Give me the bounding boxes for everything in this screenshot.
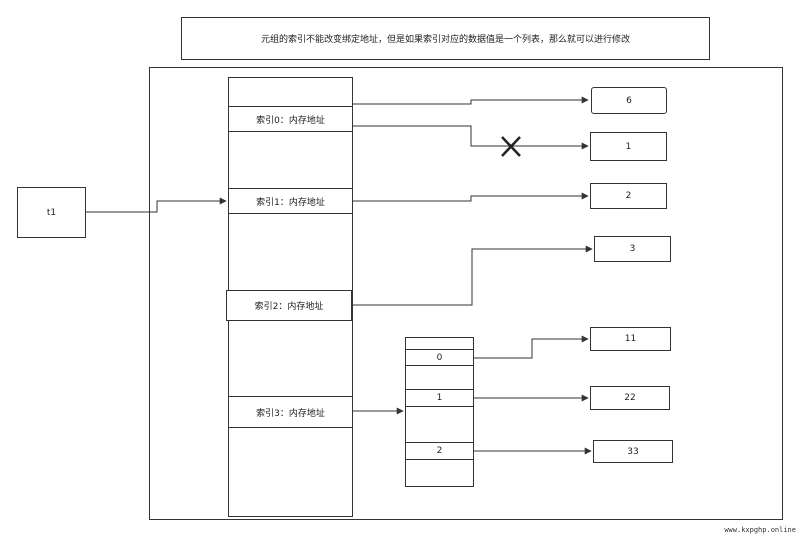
- value-box-1: 1: [590, 132, 667, 161]
- tuple-slot-label: 索引0：内存地址: [256, 115, 325, 126]
- value-label: 3: [629, 244, 636, 254]
- list-slot-0: 0: [405, 349, 474, 366]
- tuple-slot-label: 索引2：内存地址: [254, 302, 324, 312]
- list-slot-1: 1: [405, 389, 474, 407]
- tuple-slot-3: 索引3：内存地址: [228, 396, 353, 428]
- value-box-6: 6: [591, 87, 667, 114]
- list-value-label: 22: [624, 393, 636, 403]
- tuple-slot-label: 索引1：内存地址: [256, 197, 325, 208]
- note-box: 元组的索引不能改变绑定地址，但是如果索引对应的数据值是一个列表，那么就可以进行修…: [181, 17, 710, 60]
- list-value-label: 11: [624, 334, 637, 344]
- tuple-slot-2: 索引2：内存地址: [226, 290, 352, 321]
- tuple-slot-1: 索引1：内存地址: [228, 188, 353, 214]
- variable-label: t1: [46, 207, 57, 218]
- value-label: 1: [625, 141, 632, 152]
- tuple-slot-0: 索引0：内存地址: [228, 106, 353, 132]
- list-slot-label: 2: [436, 446, 443, 456]
- value-box-2: 2: [590, 183, 667, 209]
- value-label: 6: [626, 95, 632, 106]
- watermark: www.kxpghp.online: [724, 526, 796, 534]
- list-value-box-33: 33: [593, 440, 673, 463]
- list-value-label: 33: [627, 446, 639, 457]
- value-label: 2: [625, 191, 632, 201]
- list-value-box-22: 22: [590, 386, 670, 410]
- tuple-slot-label: 索引3：内存地址: [256, 408, 325, 419]
- note-text: 元组的索引不能改变绑定地址，但是如果索引对应的数据值是一个列表，那么就可以进行修…: [260, 35, 630, 45]
- list-value-box-11: 11: [590, 327, 671, 351]
- variable-box: t1: [17, 187, 86, 238]
- list-slot-label: 0: [436, 352, 443, 363]
- list-slot-2: 2: [405, 442, 474, 460]
- list-slot-label: 1: [436, 393, 443, 403]
- value-box-3: 3: [594, 236, 671, 262]
